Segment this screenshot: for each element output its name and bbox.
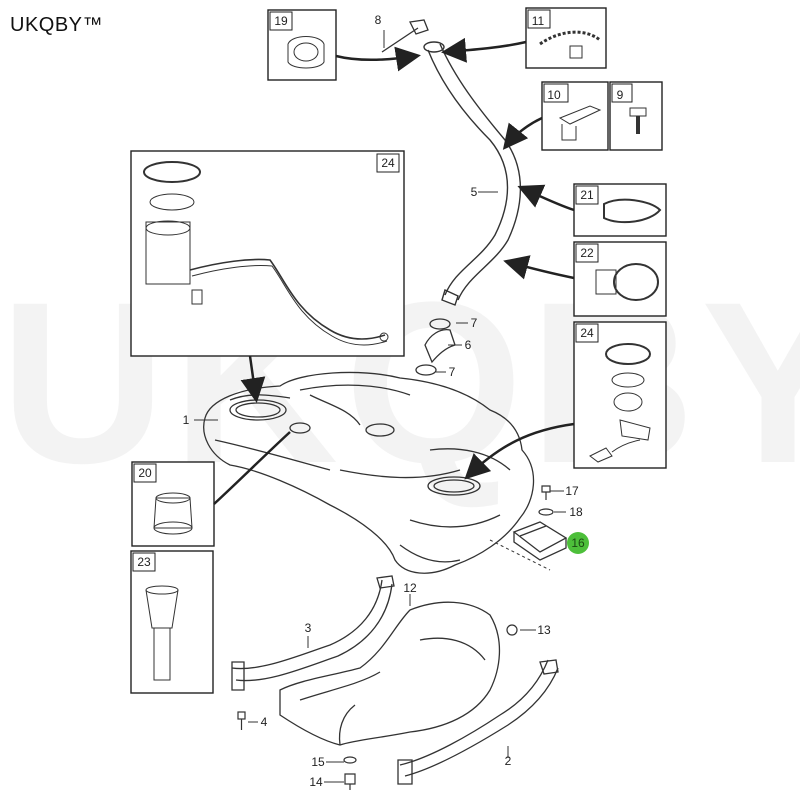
filler-neck-illustration [423,41,522,306]
box-part-10 [541,81,609,151]
callout-17: 17 [565,484,579,498]
callout-12: 12 [403,581,417,595]
box-part-20 [131,461,215,547]
callout-2: 2 [505,754,512,768]
callout-6: 6 [465,338,472,352]
bolts-illustration [237,485,554,790]
callout-22: 22 [580,246,594,260]
heat-shield-illustration [279,601,501,746]
leader-lines [194,30,566,783]
box-part-11 [525,7,607,69]
box-part-24-right [573,321,667,469]
callout-15: 15 [311,755,325,769]
callout-11: 11 [532,14,545,28]
callout-3: 3 [305,621,312,635]
callout-24-right: 24 [580,326,594,340]
tank-straps-illustration [231,575,559,785]
callout-10: 10 [547,88,561,102]
callout-13: 13 [537,623,551,637]
callout-7-upper: 7 [471,316,478,330]
box-part-24-left [130,150,405,357]
callout-4: 4 [261,715,268,729]
callout-19: 19 [274,14,288,28]
control-module-illustration [512,521,568,561]
callout-14: 14 [309,775,323,789]
callout-8: 8 [375,13,382,27]
callout-16: 16 [571,536,585,550]
callout-21: 21 [580,188,594,202]
callout-20: 20 [138,466,152,480]
box-part-22 [573,241,667,317]
callout-5: 5 [471,185,478,199]
callout-7-lower: 7 [449,365,456,379]
pointer-arrows [213,37,575,505]
callout-1: 1 [183,413,190,427]
box-part-9 [609,81,663,151]
vent-hose-illustration [381,19,429,53]
box-part-19 [267,9,337,81]
fuel-tank-illustration [203,371,535,574]
callout-labels: 1 2 3 4 5 6 7 7 8 9 10 11 12 13 14 15 16… [137,13,623,789]
callout-9: 9 [617,88,624,102]
callout-18: 18 [569,505,583,519]
callout-24-left: 24 [381,156,395,170]
highlight-marker-16 [567,532,589,554]
brand-label: UKQBY™ [10,14,104,36]
box-part-21 [573,183,667,237]
callout-23: 23 [137,555,151,569]
box-part-23 [130,550,214,694]
